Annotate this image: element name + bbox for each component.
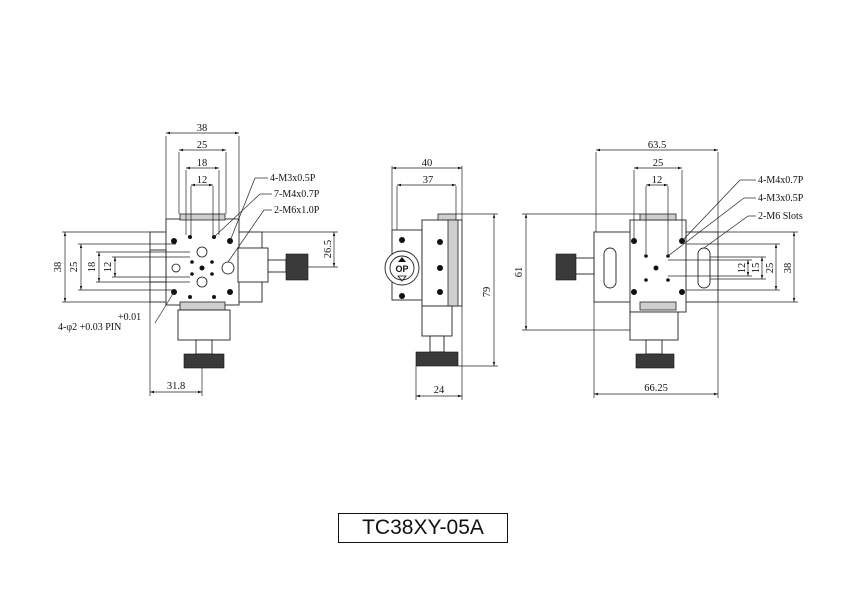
side-view-top-rail <box>437 213 457 221</box>
top-dim-25: 25 <box>197 140 208 151</box>
side-view-knob-text: OP <box>395 264 408 274</box>
top-view-top-rail <box>179 213 226 221</box>
right-view-bottom-knob <box>635 353 675 369</box>
side-dim-37: 37 <box>423 175 434 186</box>
top-view: 38 25 18 12 38 25 18 12 26.5 31.8 <box>53 123 338 396</box>
top-dim-h25: 25 <box>69 262 80 273</box>
top-view-drive-shaft <box>195 339 213 355</box>
top-dim-h38: 38 <box>53 262 64 273</box>
right-dim-63-5: 63.5 <box>648 140 666 151</box>
top-dim-38: 38 <box>197 123 208 134</box>
right-dim-h15: 15 <box>751 263 762 274</box>
right-view-bottom-rail <box>639 301 677 311</box>
right-view-drive-shaft <box>645 339 663 355</box>
right-view-left-knob <box>555 253 577 281</box>
right-dim-h25: 25 <box>765 263 776 274</box>
right-view-slot-left <box>603 247 617 289</box>
right-note-m3: 4-M3x0.5P <box>758 193 804 204</box>
side-view-side-rail <box>447 219 459 307</box>
side-dim-24: 24 <box>434 385 445 396</box>
top-view-right-knob <box>285 253 309 281</box>
right-note-m4: 4-M4x0.7P <box>758 175 804 186</box>
top-note-m3: 4-M3x0.5P <box>270 173 316 184</box>
right-dim-61: 61 <box>514 267 525 278</box>
right-view-stage-body <box>629 219 687 313</box>
right-note-slots: 2-M6 Slots <box>758 211 803 222</box>
right-view-knob-shaft <box>573 257 595 275</box>
top-dim-12: 12 <box>197 175 208 186</box>
right-view-slot-right <box>697 247 711 289</box>
right-dim-25: 25 <box>653 158 664 169</box>
top-view-knob-shaft <box>267 259 287 273</box>
top-view-drive-block <box>177 309 231 341</box>
top-view-bottom-rail <box>179 301 226 311</box>
side-dim-79: 79 <box>482 287 493 298</box>
right-view-drive-block <box>629 311 679 341</box>
right-dim-h12: 12 <box>737 263 748 274</box>
top-dim-18: 18 <box>197 158 208 169</box>
top-view-right-housing <box>237 247 269 283</box>
top-note-m6: 2-M6x1.0P <box>274 205 320 216</box>
top-dim-h12: 12 <box>103 262 114 273</box>
right-view-top-rail <box>639 213 677 221</box>
top-view-bottom-knob <box>183 353 225 369</box>
top-note-m4: 7-M4x0.7P <box>274 189 320 200</box>
right-dim-h38: 38 <box>783 263 794 274</box>
top-dim-h18: 18 <box>87 262 98 273</box>
side-view-bottom-knob <box>415 351 459 367</box>
side-view-drive-shaft <box>429 335 445 353</box>
top-note-pin: 4-φ2 +0.03 PIN <box>58 322 121 333</box>
right-dim-12: 12 <box>652 175 663 186</box>
side-view-drive-block <box>421 305 453 337</box>
side-view: OP 40 37 79 24 <box>384 158 498 400</box>
right-dim-66-25: 66.25 <box>644 383 668 394</box>
model-title: TC38XY-05A <box>338 513 508 543</box>
side-dim-40: 40 <box>422 158 433 169</box>
right-view: 63.5 25 12 61 12 15 25 38 66.25 <box>514 140 804 398</box>
top-dim-31-8: 31.8 <box>167 381 185 392</box>
top-note-pin-tol: +0.01 <box>118 312 141 323</box>
top-dim-26-5: 26.5 <box>323 240 334 258</box>
